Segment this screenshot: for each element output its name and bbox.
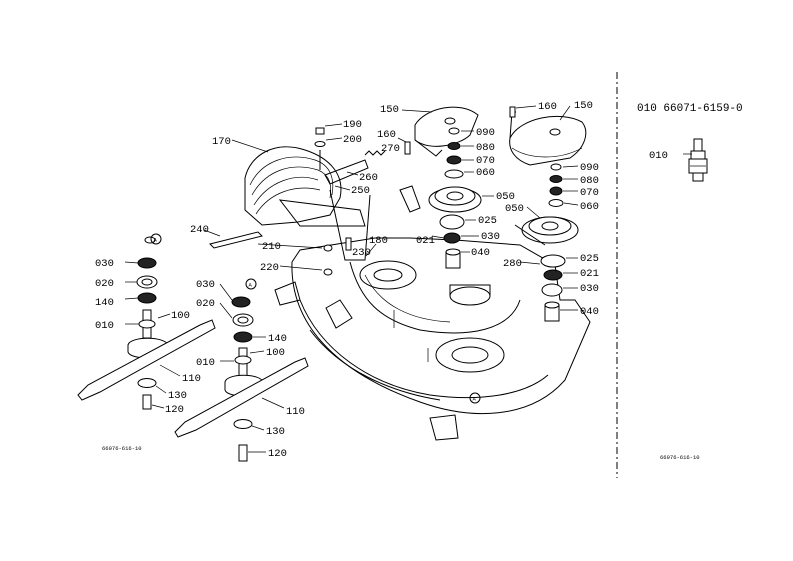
callout-160b: 160 bbox=[538, 101, 557, 113]
drawing-code-left: 66076-616-10 bbox=[102, 445, 142, 452]
reference-marker-a2: A bbox=[245, 278, 257, 290]
callout-030-left: 030 bbox=[95, 258, 114, 270]
callout-110-middle: 110 bbox=[286, 406, 305, 418]
callout-260: 260 bbox=[359, 172, 378, 184]
nut-220 bbox=[323, 268, 333, 276]
bolt-230 bbox=[345, 237, 352, 251]
svg-text:A: A bbox=[154, 237, 158, 244]
reference-marker-a1: A bbox=[150, 233, 162, 245]
nut-210 bbox=[323, 244, 333, 252]
callout-050b: 050 bbox=[505, 203, 524, 215]
callout-090b: 090 bbox=[580, 162, 599, 174]
callout-100-middle: 100 bbox=[266, 347, 285, 359]
callout-025a: 025 bbox=[478, 215, 497, 227]
callout-250: 250 bbox=[351, 185, 370, 197]
spring-270 bbox=[364, 150, 386, 156]
callout-030a: 030 bbox=[481, 231, 500, 243]
callout-060a: 060 bbox=[476, 167, 495, 179]
svg-text:A: A bbox=[473, 396, 477, 403]
callout-010-middle: 010 bbox=[196, 357, 215, 369]
callout-040b: 040 bbox=[580, 306, 599, 318]
callout-220: 220 bbox=[260, 262, 279, 274]
callout-025b: 025 bbox=[580, 253, 599, 265]
callout-030b: 030 bbox=[580, 283, 599, 295]
callout-130-middle: 130 bbox=[266, 426, 285, 438]
tension-arm bbox=[324, 159, 369, 185]
callout-010-right: 010 bbox=[649, 150, 668, 162]
belt-cover-170 bbox=[244, 146, 366, 227]
callout-100-left: 100 bbox=[171, 310, 190, 322]
callout-120-middle: 120 bbox=[268, 448, 287, 460]
callout-021b: 021 bbox=[580, 268, 599, 280]
callout-270: 270 bbox=[381, 143, 400, 155]
callout-150b: 150 bbox=[574, 100, 593, 112]
bolt-160b bbox=[509, 106, 516, 118]
pulley-stack-a bbox=[428, 127, 482, 269]
callout-130-left: 130 bbox=[168, 390, 187, 402]
callout-140-left: 140 bbox=[95, 297, 114, 309]
blade-assembly-middle bbox=[174, 296, 309, 462]
callout-070b: 070 bbox=[580, 187, 599, 199]
callout-090a: 090 bbox=[476, 127, 495, 139]
callout-180: 180 bbox=[369, 235, 388, 247]
reference-marker-a3: A bbox=[469, 392, 481, 404]
callout-021a: 021 bbox=[416, 235, 435, 247]
callout-020-middle: 020 bbox=[196, 298, 215, 310]
svg-text:A: A bbox=[249, 282, 253, 289]
belt-guide-240 bbox=[209, 231, 263, 249]
callout-110-left: 110 bbox=[182, 373, 201, 385]
pulley-cover-150b bbox=[509, 111, 587, 166]
callout-020-left: 020 bbox=[95, 278, 114, 290]
drawing-code-right: 66076-616-10 bbox=[660, 454, 700, 461]
callout-080b: 080 bbox=[580, 175, 599, 187]
callout-120-left: 120 bbox=[165, 404, 184, 416]
callout-030-middle: 030 bbox=[196, 279, 215, 291]
callout-050a: 050 bbox=[496, 191, 515, 203]
callout-150a: 150 bbox=[380, 104, 399, 116]
bolt-190-200 bbox=[314, 127, 326, 170]
mower-deck bbox=[274, 185, 591, 441]
callout-210: 210 bbox=[262, 241, 281, 253]
callout-280: 280 bbox=[503, 258, 522, 270]
pulley-stack-b bbox=[514, 163, 579, 322]
callout-080a: 080 bbox=[476, 142, 495, 154]
callout-190: 190 bbox=[343, 119, 362, 131]
spindle-010-right bbox=[688, 138, 708, 182]
callout-140-middle: 140 bbox=[268, 333, 287, 345]
callout-170: 170 bbox=[212, 136, 231, 148]
callout-060b: 060 bbox=[580, 201, 599, 213]
replacement-part-note: 010 66071-6159-0 bbox=[637, 103, 743, 115]
blade-assembly-left bbox=[77, 236, 216, 410]
callout-070a: 070 bbox=[476, 155, 495, 167]
callout-040a: 040 bbox=[471, 247, 490, 259]
bolt-160a bbox=[404, 141, 411, 155]
callout-160a: 160 bbox=[377, 129, 396, 141]
callout-200: 200 bbox=[343, 134, 362, 146]
callout-010-left: 010 bbox=[95, 320, 114, 332]
callout-240: 240 bbox=[190, 224, 209, 236]
pulley-cover-150a bbox=[414, 106, 479, 157]
